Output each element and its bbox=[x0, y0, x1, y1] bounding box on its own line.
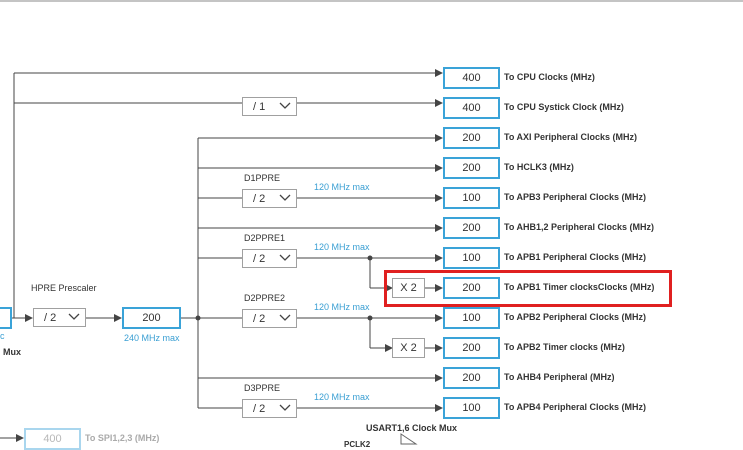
chevron-down-icon bbox=[279, 102, 291, 109]
hpre-prescaler-label: HPRE Prescaler bbox=[31, 283, 97, 293]
apb1-timer-clock-label: To APB1 Timer clocksClocks (MHz) bbox=[504, 282, 655, 292]
apb4-clock-value[interactable]: 100 bbox=[443, 397, 500, 419]
d2ppre2-label: D2PPRE2 bbox=[244, 293, 286, 303]
ahb4-clock-label: To AHB4 Peripheral (MHz) bbox=[504, 372, 615, 382]
hpre-prescaler-select[interactable]: / 2 bbox=[33, 308, 86, 327]
d1ppre-value: / 2 bbox=[253, 193, 266, 205]
axi-clock-value[interactable]: 200 bbox=[443, 127, 500, 149]
apb2-timer-clock-label: To APB2 Timer clocks (MHz) bbox=[504, 342, 625, 352]
d1ppre-max-note: 120 MHz max bbox=[314, 182, 370, 192]
apb1-timer-multiplier: X 2 bbox=[392, 278, 425, 298]
hclk3-label: To HCLK3 (MHz) bbox=[504, 162, 574, 172]
ahb12-clock-value[interactable]: 200 bbox=[443, 217, 500, 239]
apb2-timer-clock-value[interactable]: 200 bbox=[443, 337, 500, 359]
d1ppre-label: D1PPRE bbox=[244, 173, 281, 183]
systick-prescaler-value: / 1 bbox=[253, 101, 266, 113]
hclk-value-field[interactable]: 200 bbox=[122, 307, 181, 329]
sysclk-mux-partial[interactable] bbox=[0, 307, 12, 329]
hclk-max-note: 240 MHz max bbox=[124, 333, 180, 343]
cpu-clock-label: To CPU Clocks (MHz) bbox=[504, 72, 595, 82]
cpu-systick-value[interactable]: 400 bbox=[443, 97, 500, 119]
chevron-down-icon bbox=[279, 254, 291, 261]
axi-clock-label: To AXI Peripheral Clocks (MHz) bbox=[504, 132, 638, 142]
apb3-clock-value[interactable]: 100 bbox=[443, 187, 500, 209]
d2ppre1-select[interactable]: / 2 bbox=[242, 249, 297, 268]
d3ppre-value: / 2 bbox=[253, 403, 266, 415]
apb3-clock-label: To APB3 Peripheral Clocks (MHz) bbox=[504, 192, 647, 202]
d2ppre2-select[interactable]: / 2 bbox=[242, 309, 297, 328]
d1ppre-select[interactable]: / 2 bbox=[242, 189, 297, 208]
mux-label: Mux bbox=[3, 347, 21, 357]
apb4-clock-label: To APB4 Peripheral Clocks (MHz) bbox=[504, 402, 647, 412]
d3ppre-select[interactable]: / 2 bbox=[242, 399, 297, 418]
hpre-prescaler-value: / 2 bbox=[44, 312, 57, 324]
apb1-clock-label: To APB1 Peripheral Clocks (MHz) bbox=[504, 252, 647, 262]
chevron-down-icon bbox=[279, 404, 291, 411]
ahb12-clock-label: To AHB1,2 Peripheral Clocks (MHz) bbox=[504, 222, 655, 232]
apb2-clock-value[interactable]: 100 bbox=[443, 307, 500, 329]
d2ppre2-value: / 2 bbox=[253, 313, 266, 325]
cpu-systick-label: To CPU Systick Clock (MHz) bbox=[504, 102, 624, 112]
apb1-clock-value[interactable]: 100 bbox=[443, 247, 500, 269]
chevron-down-icon bbox=[279, 314, 291, 321]
ahb4-clock-value[interactable]: 200 bbox=[443, 367, 500, 389]
usart-clock-mux-label: USART1,6 Clock Mux bbox=[366, 423, 458, 433]
apb1-timer-highlight-box bbox=[384, 270, 672, 307]
d2ppre1-max-note: 120 MHz max bbox=[314, 242, 370, 252]
cpu-clock-value[interactable]: 400 bbox=[443, 67, 500, 89]
chevron-down-icon bbox=[68, 313, 80, 320]
apb2-timer-multiplier: X 2 bbox=[392, 338, 425, 358]
d2ppre1-label: D2PPRE1 bbox=[244, 233, 286, 243]
apb1-timer-clock-value[interactable]: 200 bbox=[443, 277, 500, 299]
d2ppre1-value: / 2 bbox=[253, 253, 266, 265]
spi-clock-label: To SPI1,2,3 (MHz) bbox=[85, 433, 160, 443]
spi-clock-value[interactable]: 400 bbox=[24, 428, 81, 450]
hclk3-value[interactable]: 200 bbox=[443, 157, 500, 179]
d3ppre-max-note: 120 MHz max bbox=[314, 392, 370, 402]
apb2-clock-label: To APB2 Peripheral Clocks (MHz) bbox=[504, 312, 647, 322]
d2ppre2-max-note: 120 MHz max bbox=[314, 302, 370, 312]
chevron-down-icon bbox=[279, 194, 291, 201]
systick-prescaler-select[interactable]: / 1 bbox=[242, 97, 297, 116]
mux-partial-text: c bbox=[0, 331, 5, 341]
d3ppre-label: D3PPRE bbox=[244, 383, 281, 393]
